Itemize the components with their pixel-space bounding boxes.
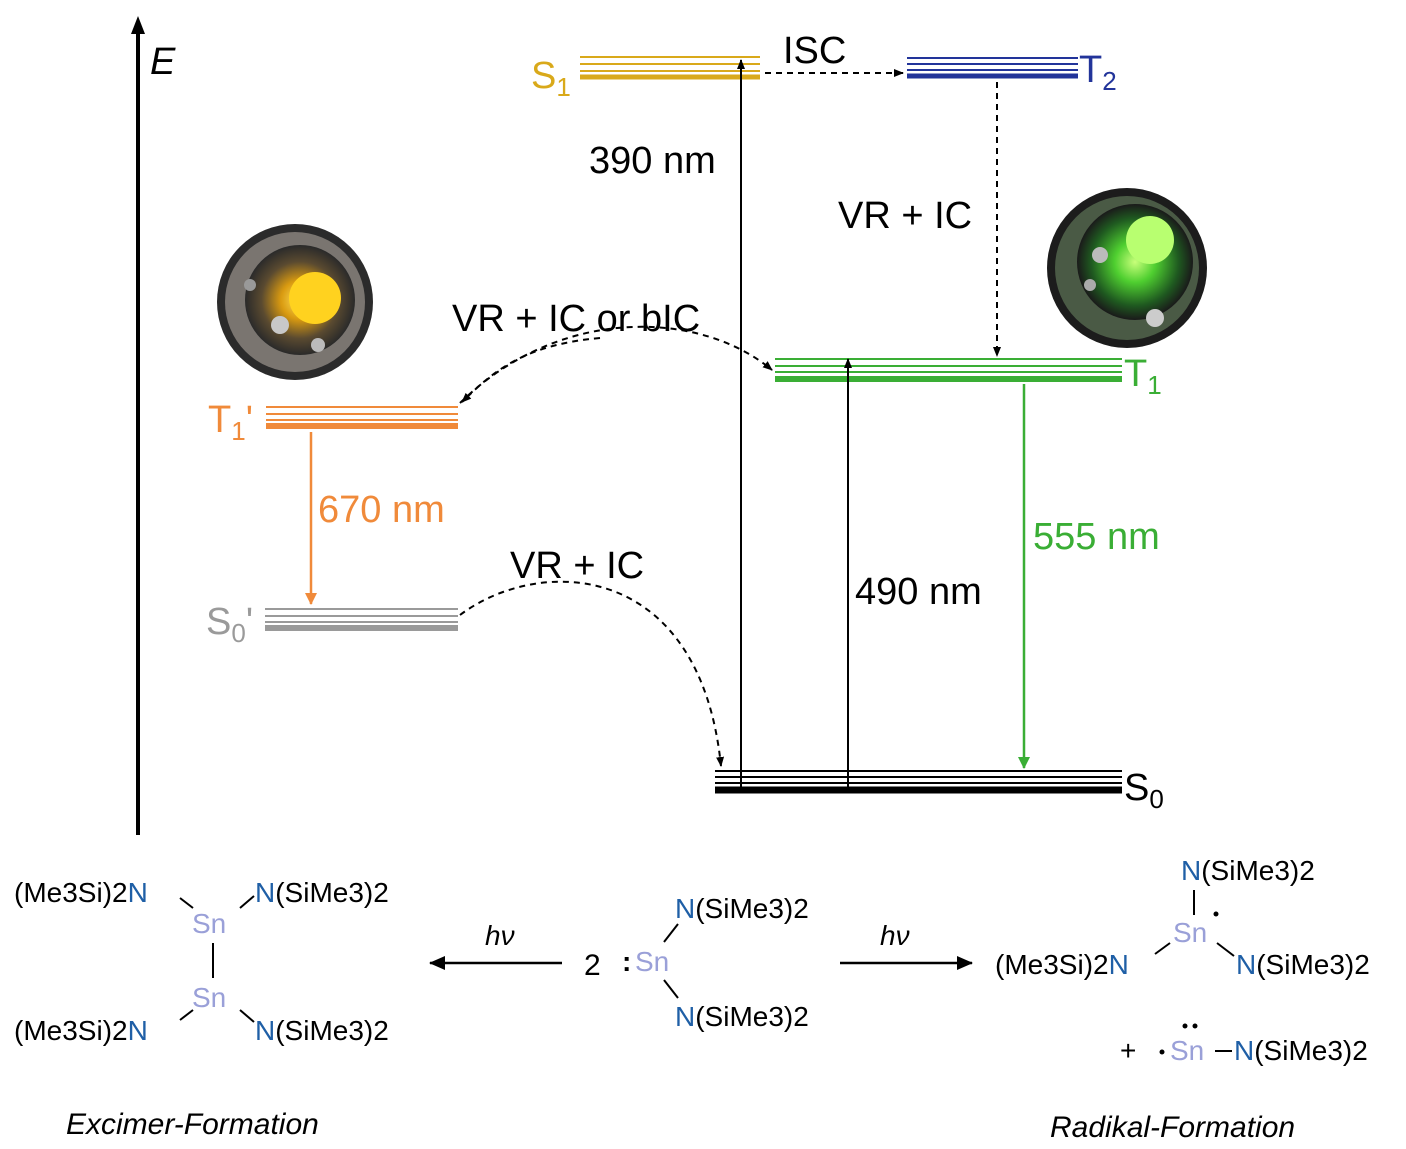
t1prime-label: T1' xyxy=(208,399,253,446)
svg-text:N(SiMe3)2: N(SiMe3)2 xyxy=(255,1015,389,1046)
svg-text:Sn: Sn xyxy=(192,982,226,1013)
emission-555-label: 555 nm xyxy=(1033,516,1160,558)
absorption-490-label: 490 nm xyxy=(855,571,982,613)
s0prime-relaxation-label: VR + IC xyxy=(510,545,644,587)
t1-label: T1 xyxy=(1124,353,1162,400)
stannylene-structure: 2 : Sn N(SiMe3)2 N(SiMe3)2 xyxy=(584,893,809,1032)
t1prime-level xyxy=(266,406,458,429)
energy-axis-label: E xyxy=(150,41,176,83)
orange-luminescent-cuvette-photo xyxy=(217,224,373,380)
svg-text:2: 2 xyxy=(584,949,601,982)
svg-text:(Me3Si)2N: (Me3Si)2N xyxy=(14,877,148,908)
t1-level xyxy=(775,358,1122,382)
svg-text:N(SiMe3)2: N(SiMe3)2 xyxy=(1234,1035,1368,1066)
conversion-label: VR + IC or bIC xyxy=(452,298,700,340)
s0prime-label: S0' xyxy=(206,601,253,648)
t2-level xyxy=(907,57,1078,79)
s0prime-to-s0-relaxation-arrow xyxy=(459,580,725,767)
svg-text:(Me3Si)2N: (Me3Si)2N xyxy=(14,1015,148,1046)
radical-caption: Radikal-Formation xyxy=(1050,1111,1295,1144)
svg-text:N(SiMe3)2: N(SiMe3)2 xyxy=(1236,949,1370,980)
s0-level xyxy=(715,770,1122,794)
svg-text:N(SiMe3)2: N(SiMe3)2 xyxy=(675,1001,809,1032)
t2-relaxation-label: VR + IC xyxy=(838,195,972,237)
s0prime-level xyxy=(265,608,458,631)
svg-text:Sn: Sn xyxy=(192,908,226,939)
excimer-caption: Excimer-Formation xyxy=(66,1108,319,1141)
radical-structure: N(SiMe3)2 Sn (Me3Si)2N N(SiMe3)2 + Sn N(… xyxy=(995,855,1370,1066)
t2-label: T2 xyxy=(1079,49,1117,96)
s1-level xyxy=(580,56,760,80)
svg-text:N(SiMe3)2: N(SiMe3)2 xyxy=(675,893,809,924)
hv-label-right: hν xyxy=(880,920,910,951)
svg-text:N(SiMe3)2: N(SiMe3)2 xyxy=(1181,855,1315,886)
svg-text:+: + xyxy=(1120,1035,1136,1066)
s0-label: S0 xyxy=(1124,767,1164,814)
absorption-390-label: 390 nm xyxy=(589,140,716,182)
svg-text:N(SiMe3)2: N(SiMe3)2 xyxy=(255,877,389,908)
isc-label: ISC xyxy=(783,30,846,72)
svg-text:Sn: Sn xyxy=(635,946,669,977)
svg-text::: : xyxy=(622,946,631,977)
t1-t1prime-conversion-arrows xyxy=(459,325,773,404)
emission-670-label: 670 nm xyxy=(318,489,445,531)
excimer-structure: (Me3Si)2N N(SiMe3)2 Sn Sn (Me3Si)2N N(Si… xyxy=(14,877,389,1046)
energy-axis: E xyxy=(131,16,176,835)
green-luminescent-cuvette-photo xyxy=(1047,188,1207,348)
svg-text:Sn: Sn xyxy=(1173,917,1207,948)
s1-label: S1 xyxy=(531,55,571,102)
svg-text:Sn: Sn xyxy=(1170,1035,1204,1066)
svg-text:(Me3Si)2N: (Me3Si)2N xyxy=(995,949,1129,980)
hv-label-left: hν xyxy=(485,920,515,951)
